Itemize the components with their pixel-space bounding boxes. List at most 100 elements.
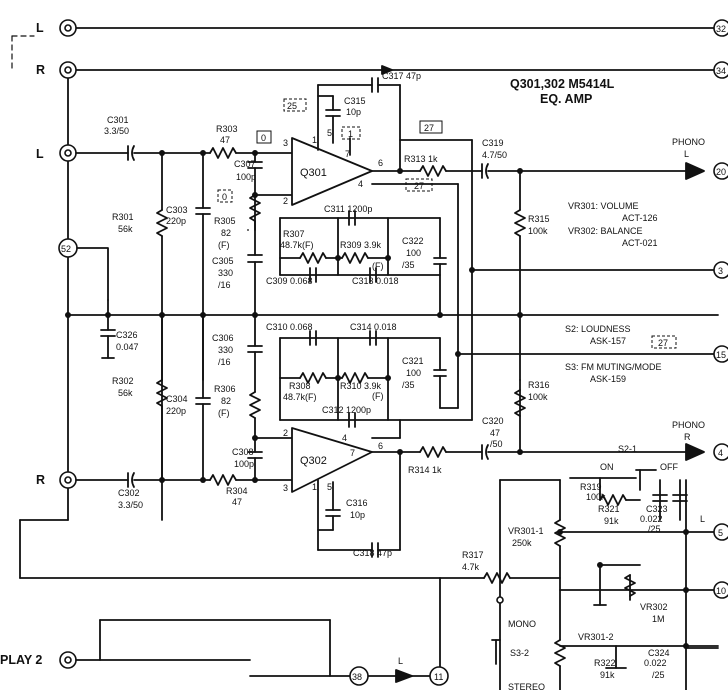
r308-value: 48.7k(F) <box>283 392 317 402</box>
r310-label: R310 3.9k <box>340 381 382 391</box>
c319-label: C319 <box>482 138 504 148</box>
vr301-2-label: VR301-2 <box>578 632 614 642</box>
phono-l-ch: L <box>684 149 689 159</box>
c312-label: C312 1200p <box>322 405 371 415</box>
vr302-value: 1M <box>652 614 665 624</box>
s3-2-label: S3-2 <box>510 648 529 658</box>
s2-vr-section <box>499 469 719 690</box>
q302-pin2: 2 <box>283 428 288 438</box>
r321-label: R321 <box>598 504 620 514</box>
r322-label: R322 <box>594 658 616 668</box>
edge-node-4 <box>713 443 728 461</box>
c315-value: 10p <box>346 107 361 117</box>
s2-off-label: OFF <box>660 462 678 472</box>
jack-r-in-label: R <box>36 473 45 487</box>
q301-compensation <box>317 77 401 172</box>
r313-label: R313 1k <box>404 154 438 164</box>
node-38 <box>349 666 369 686</box>
c316-label: C316 <box>346 498 368 508</box>
edge-node-34 <box>713 61 728 79</box>
q301-pin5: 5 <box>327 128 332 138</box>
c317-label: C317 47p <box>382 71 421 81</box>
mono-label: MONO <box>508 619 536 629</box>
edge-node-32 <box>713 19 728 37</box>
c308-value: 100p <box>234 459 254 469</box>
c304-label: C304 <box>166 394 188 404</box>
jack-play2 <box>59 651 77 669</box>
jack-l-top-label: L <box>36 21 44 35</box>
c303-value: 220p <box>166 216 186 226</box>
c321-value2: /35 <box>402 380 415 390</box>
q302-pin3: 3 <box>283 483 288 493</box>
c306-label: C306 <box>212 333 234 343</box>
edge-node-20-label: 20 <box>716 167 726 177</box>
q301-output-path <box>371 139 687 421</box>
play2-wiring <box>75 619 431 677</box>
r319-label: R319 <box>580 482 602 492</box>
c322-value: 100 <box>406 248 421 258</box>
r309-label: R309 3.9k <box>340 240 382 250</box>
r319-value: 100k <box>586 492 606 502</box>
r305-label: R305 <box>214 216 236 226</box>
c303-label: C303 <box>166 205 188 215</box>
jack-l-top <box>59 19 77 37</box>
c314-label: C314 0.018 <box>350 322 397 332</box>
s3-note-a: S3: FM MUTING/MODE <box>565 362 662 372</box>
phono-r-label: PHONO <box>672 420 705 430</box>
node-52-label: 52 <box>61 244 71 254</box>
jack-l-in-label: L <box>36 147 44 161</box>
box-27b: 27 <box>414 181 424 191</box>
q301-pin6: 6 <box>378 158 383 168</box>
box-0b: 0 <box>222 192 227 202</box>
c302-value: 3.3/50 <box>118 500 143 510</box>
q302-opamp <box>291 427 373 493</box>
c311-label: C311 1200p <box>324 204 372 214</box>
r308-label: R308 <box>289 381 311 391</box>
q302-pin1: 1 <box>312 482 317 492</box>
r303-value: 47 <box>220 135 230 145</box>
q302-label: Q302 <box>300 455 327 467</box>
vr301-note-a: VR301: VOLUME <box>568 201 639 211</box>
r301-value: 56k <box>118 224 133 234</box>
c322-value2: /35 <box>402 260 415 270</box>
r321-value: 91k <box>604 516 619 526</box>
r317-value: 4.7k <box>462 562 480 572</box>
q301-pin2: 2 <box>283 196 288 206</box>
r306-f: (F) <box>218 408 230 418</box>
c305-label: C305 <box>212 256 234 266</box>
phono-r-ch: R <box>684 432 691 442</box>
c324-label: C324 <box>648 648 670 658</box>
title-line1: Q301,302 M5414L <box>510 77 615 91</box>
vr302-label: VR302 <box>640 602 668 612</box>
c316-value: 10p <box>350 510 365 520</box>
c320-value: 47 <box>490 428 500 438</box>
stereo-label: STEREO <box>508 682 545 690</box>
s2-on-label: ON <box>600 462 614 472</box>
s3-mono-section <box>19 519 561 669</box>
c323-label: C323 <box>646 504 668 514</box>
r305-value: 82 <box>221 228 231 238</box>
c318-label: C318 47p <box>353 548 392 558</box>
right-input-path <box>75 314 293 488</box>
c323-value2: /25 <box>648 524 661 534</box>
r307-label: R307 <box>283 229 305 239</box>
r315-value: 100k <box>528 226 548 236</box>
out-l-label: L <box>700 514 705 524</box>
r302-value: 56k <box>118 388 133 398</box>
c320-label: C320 <box>482 416 504 426</box>
q302-pin6: 6 <box>378 441 383 451</box>
q301-pin3: 3 <box>283 138 288 148</box>
edge-node-10 <box>713 581 728 599</box>
c321-value: 100 <box>406 368 421 378</box>
q301-pin4: 4 <box>358 179 363 189</box>
title-line2: EQ. AMP <box>540 92 592 106</box>
vr302-note-b: ACT-021 <box>622 238 658 248</box>
edge-node-15 <box>713 345 728 363</box>
s3-note-b: ASK-159 <box>590 374 626 384</box>
c302-label: C302 <box>118 488 140 498</box>
edge-node-5-label: 5 <box>718 528 723 538</box>
r306-value: 82 <box>221 396 231 406</box>
node-11-label: 11 <box>434 672 443 682</box>
vr302-note-a: VR302: BALANCE <box>568 226 643 236</box>
r316-label: R316 <box>528 380 550 390</box>
